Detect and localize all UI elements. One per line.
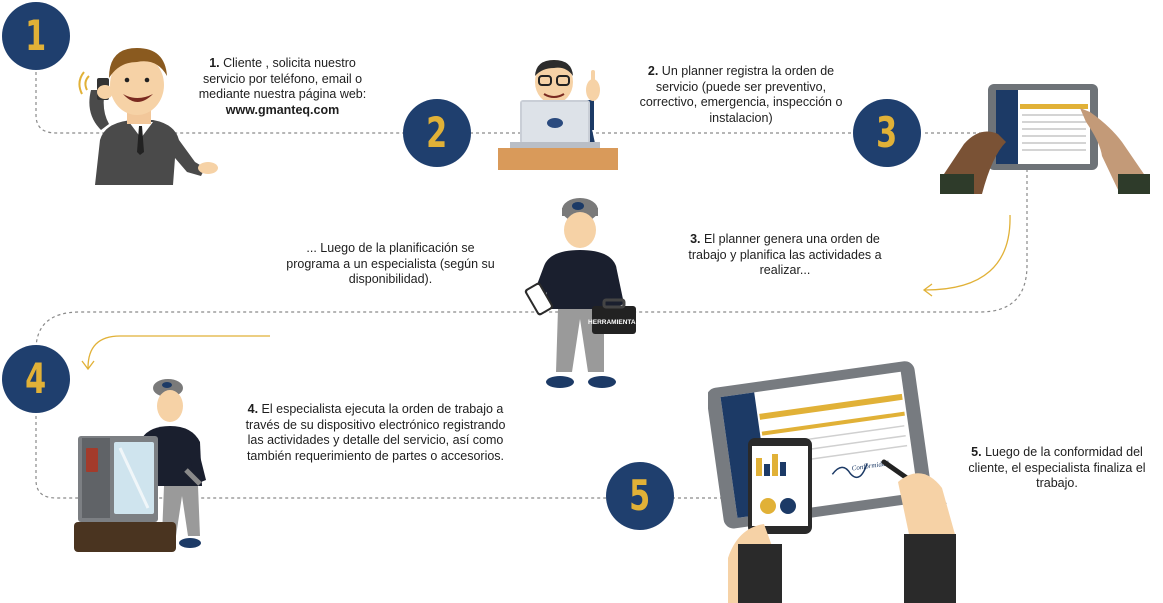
step-5-text: 5. Luego de la conformidad del cliente, … — [962, 445, 1152, 492]
step-number-3: 3 — [853, 99, 921, 167]
arrow-curve-4 — [88, 336, 270, 368]
step-number-1: 1 — [2, 2, 70, 70]
tablet-hands-figure — [940, 82, 1150, 194]
step-4-text: 4. El especialista ejecuta la orden de t… — [243, 402, 508, 464]
planning-note: ... Luego de la planificación se program… — [278, 241, 503, 288]
step-number-5: 5 — [606, 462, 674, 530]
technician-toolbox-figure: HERRAMIENTAS — [524, 194, 642, 392]
arrow-curve-3 — [925, 215, 1010, 290]
step-number-2: 2 — [403, 99, 471, 167]
step-3-text: 3. El planner genera una orden de trabaj… — [680, 232, 890, 279]
phone-client-figure — [75, 40, 225, 185]
planner-laptop-figure — [496, 58, 621, 170]
toolbox-label: HERRAMIENTAS — [588, 319, 641, 326]
technician-oven-figure — [72, 376, 212, 554]
tablet-signing-figure: Conformidad — [708, 358, 958, 603]
step-number-4: 4 — [2, 345, 70, 413]
website-link[interactable]: www.gmanteq.com — [226, 103, 339, 117]
step-2-text: 2. Un planner registra la orden de servi… — [636, 64, 846, 126]
